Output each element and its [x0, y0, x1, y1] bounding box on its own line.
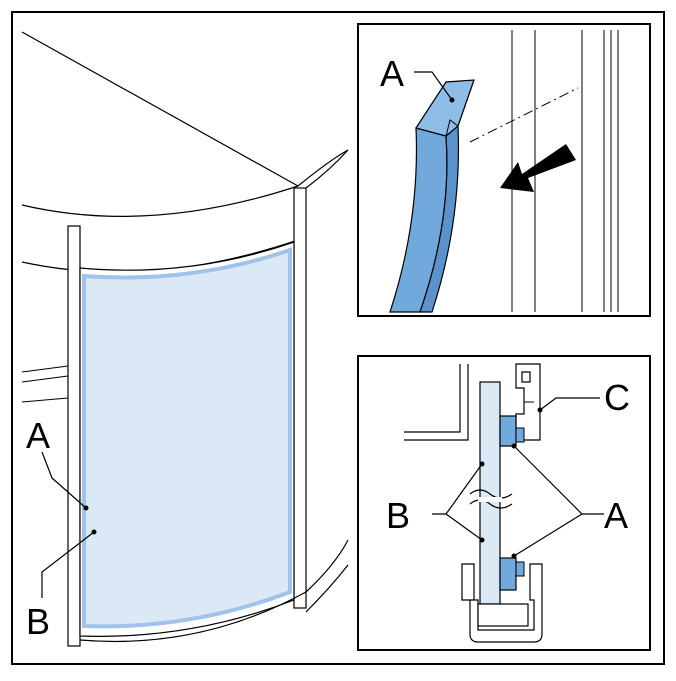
leader-b-main-dot: [91, 529, 97, 535]
seal-lower-lip: [515, 561, 525, 577]
base-curve-1: [79, 539, 349, 643]
left-profile: [67, 225, 81, 647]
wall-profile-outer: [404, 364, 461, 433]
bottom-gasket: [477, 603, 529, 627]
shelf-line-1: [21, 365, 69, 373]
base-curve-2: [305, 564, 349, 613]
detail-bottom-frame: [357, 355, 651, 651]
insert-direction-arrow-icon: [500, 144, 576, 192]
wall-profile-inner: [404, 364, 469, 441]
break-mark-2: [469, 499, 513, 509]
leader-c-dot: [537, 407, 543, 413]
break-gap: [478, 497, 502, 502]
bottom-label-a: A: [604, 495, 628, 536]
leader-a-top: [414, 71, 453, 101]
bottom-u-profile: [461, 563, 543, 643]
right-profile: [293, 187, 307, 609]
leader-b-dot-2: [479, 537, 485, 543]
leader-a-main-dot: [83, 505, 89, 511]
shelf-line-3: [21, 397, 69, 403]
top-label-a: A: [380, 53, 404, 94]
seal-groove: [445, 119, 459, 137]
main-label-a: A: [26, 415, 50, 456]
seal-upper-lip: [515, 427, 525, 443]
detail-top: A: [357, 23, 651, 317]
bottom-label-c: C: [604, 377, 630, 418]
leader-c: [539, 397, 600, 411]
cabin-side-curve: [305, 149, 349, 189]
leader-b-2: [445, 513, 483, 541]
leader-a-dot-2: [511, 553, 517, 559]
main-label-b: B: [26, 601, 50, 642]
main-view: A B: [21, 31, 349, 647]
detail-bottom: C B A: [357, 355, 651, 651]
leader-a-dot-1: [511, 443, 517, 449]
top-tray-upper: [21, 149, 349, 217]
seal-strip-side: [419, 124, 460, 313]
roof-line: [21, 31, 299, 187]
seal-top-edge: [457, 79, 475, 127]
alignment-line: [469, 87, 579, 143]
glass-pane-section: [479, 381, 501, 605]
bottom-label-b: B: [386, 495, 410, 536]
break-mark: [469, 489, 513, 499]
glass-panel: [82, 247, 292, 629]
seal-upper: [499, 415, 517, 447]
leader-b-dot-1: [479, 461, 485, 467]
leader-a-main: [41, 451, 87, 509]
shelf-line-2: [21, 375, 69, 383]
leader-b-main: [41, 531, 95, 598]
leader-a-2: [513, 513, 583, 557]
seal-lower: [499, 557, 517, 591]
